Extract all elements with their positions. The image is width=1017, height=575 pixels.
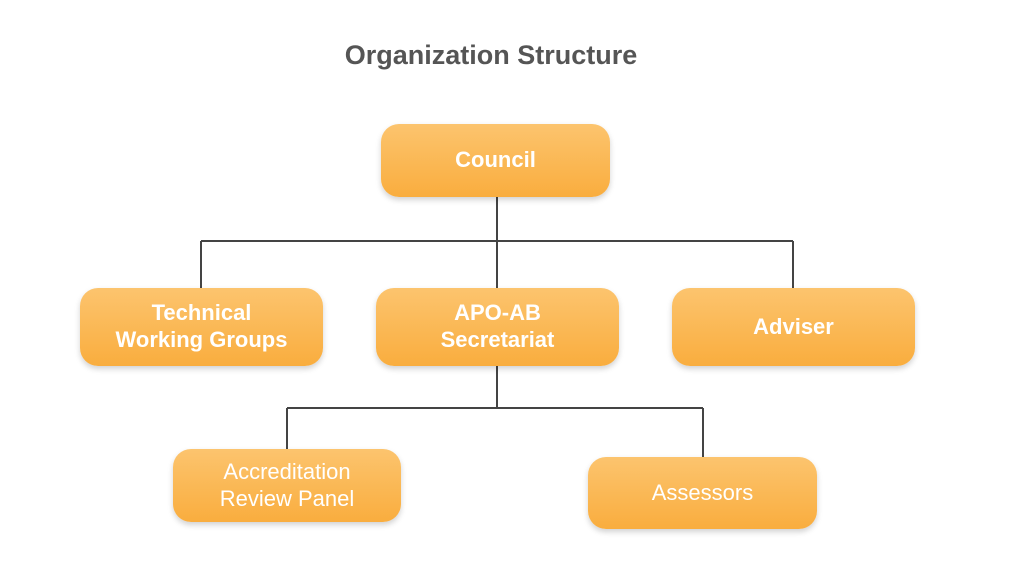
node-technical-working-groups: Technical Working Groups xyxy=(80,288,323,366)
node-assessors: Assessors xyxy=(588,457,817,529)
node-secretariat: APO-AB Secretariat xyxy=(376,288,619,366)
node-accreditation-review-panel: Accreditation Review Panel xyxy=(173,449,401,522)
node-adviser: Adviser xyxy=(672,288,915,366)
node-council: Council xyxy=(381,124,610,197)
chart-title: Organization Structure xyxy=(344,40,638,70)
